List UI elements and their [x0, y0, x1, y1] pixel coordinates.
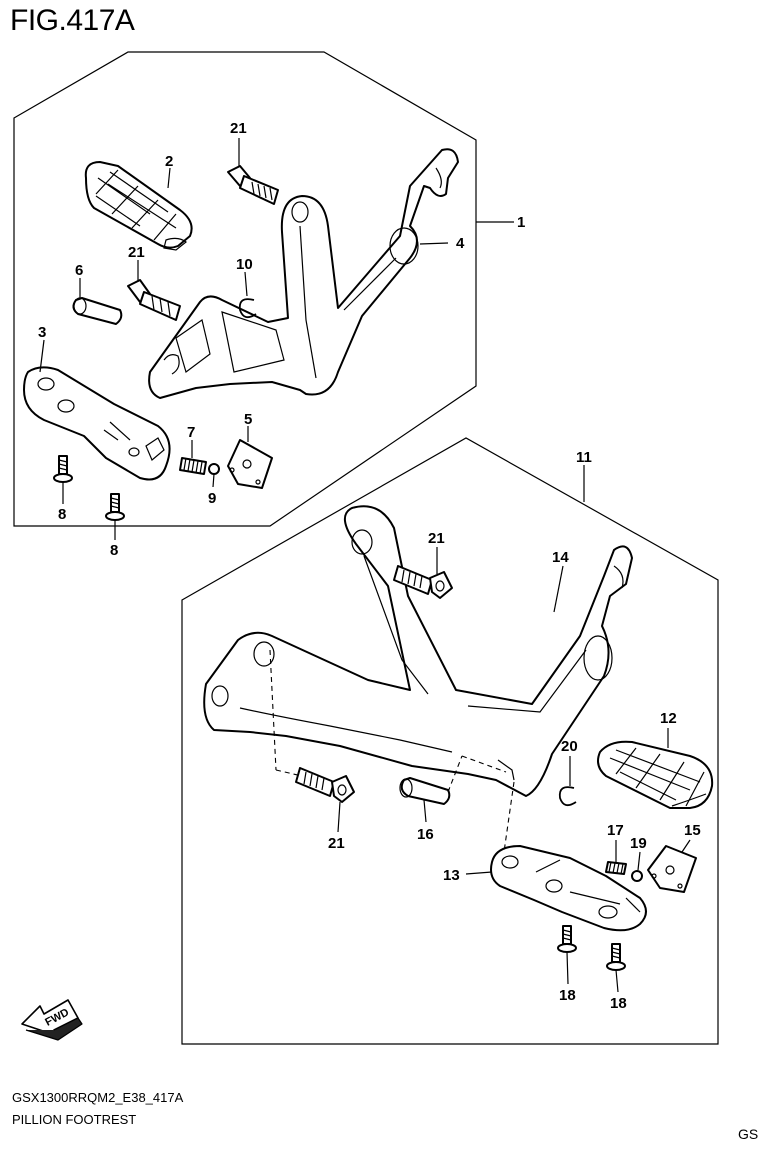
bracket-part-4[interactable]	[148, 148, 459, 399]
callout-6: 6	[75, 262, 83, 279]
bolt-part-21-top[interactable]	[227, 165, 279, 205]
footrest-part-13[interactable]	[490, 845, 647, 932]
circlip-part-20[interactable]	[558, 786, 577, 807]
callout-9: 9	[208, 490, 216, 507]
callout-13: 13	[443, 867, 460, 884]
bolt-part-8-right[interactable]	[105, 493, 125, 521]
assembly-1-boundary	[13, 51, 477, 527]
figure-title: FIG.417A	[10, 4, 135, 37]
callout-5: 5	[244, 411, 252, 428]
callout-21-lower: 21	[328, 835, 345, 852]
callout-21-upper: 21	[428, 530, 445, 547]
callout-18-right: 18	[610, 995, 627, 1012]
ball-part-9[interactable]	[208, 463, 220, 475]
callout-2: 2	[165, 153, 173, 170]
rubber-pad-part-12[interactable]	[597, 740, 714, 809]
plate-part-15[interactable]	[647, 845, 697, 893]
fwd-arrow-icon: FWD	[21, 999, 83, 1041]
bracket-part-14[interactable]	[203, 505, 633, 797]
bolt-part-21-upper[interactable]	[393, 565, 453, 599]
callout-7: 7	[187, 424, 195, 441]
callout-14: 14	[552, 549, 569, 566]
bolt-part-21-mid[interactable]	[127, 279, 181, 321]
callout-11: 11	[576, 449, 592, 466]
bolt-part-21-lower[interactable]	[295, 767, 355, 803]
callout-18-left: 18	[559, 987, 576, 1004]
group-name: PILLION FOOTREST	[12, 1112, 137, 1127]
bolt-part-18-right[interactable]	[606, 943, 626, 971]
spring-part-7[interactable]	[179, 457, 207, 475]
callout-12: 12	[660, 710, 677, 727]
callout-17: 17	[607, 822, 624, 839]
callout-19: 19	[630, 835, 647, 852]
assembly-11-boundary	[181, 437, 719, 1045]
footrest-part-3[interactable]	[23, 366, 171, 481]
callout-20: 20	[561, 738, 578, 755]
callout-numbers: 1 2 3 4 5 6 7 8 8 9 10 11 12 13 14 15 16…	[38, 120, 701, 1012]
leader-lines-assembly-1	[39, 138, 514, 540]
callout-1: 1	[517, 214, 525, 231]
ball-part-19[interactable]	[631, 870, 643, 882]
rubber-pad-part-2[interactable]	[84, 161, 193, 251]
callout-15: 15	[684, 822, 701, 839]
bolt-part-18-left[interactable]	[557, 925, 577, 953]
callout-4: 4	[456, 235, 465, 252]
plate-part-5[interactable]	[227, 439, 273, 489]
pin-part-16[interactable]	[399, 777, 451, 805]
leader-lines-assembly-11	[337, 465, 691, 993]
bolt-part-8-left[interactable]	[53, 455, 73, 483]
circlip-part-10[interactable]	[238, 298, 257, 319]
corner-tag: GS	[738, 1126, 759, 1142]
callout-21-top: 21	[230, 120, 247, 137]
callout-8-left: 8	[58, 506, 66, 523]
callout-3: 3	[38, 324, 46, 341]
callout-8-right: 8	[110, 542, 118, 559]
model-code: GSX1300RRQM2_E38_417A	[12, 1090, 184, 1105]
callout-10: 10	[236, 256, 253, 273]
pin-part-6[interactable]	[72, 297, 123, 325]
assembly-guide-lines	[269, 649, 515, 853]
callout-16: 16	[417, 826, 434, 843]
spring-part-17[interactable]	[605, 861, 627, 875]
callout-21-mid: 21	[128, 244, 145, 261]
